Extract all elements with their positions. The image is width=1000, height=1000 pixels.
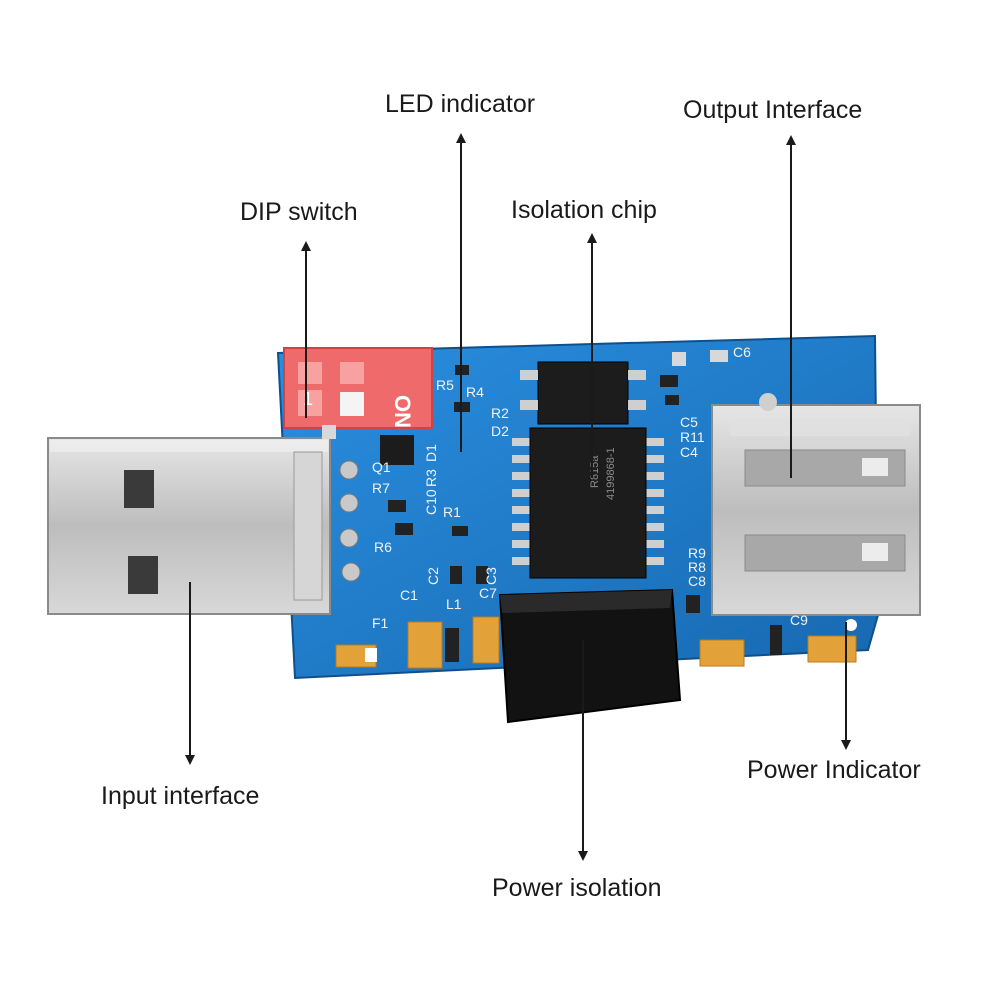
- tantalum-capacitors: [335, 616, 857, 669]
- silk-c4: C4: [680, 444, 698, 460]
- dip-on-label: ON: [390, 395, 415, 428]
- chip-pin-right: [644, 472, 664, 480]
- chip-pin-right: [644, 557, 664, 565]
- silk-q1: Q1: [372, 459, 391, 475]
- dip-switch: ON 1: [283, 347, 433, 429]
- chip-pin-left: [512, 523, 532, 531]
- label-dip-switch: DIP switch: [240, 198, 358, 226]
- power-isolation-module: [498, 588, 682, 724]
- chip-pin-left: [512, 438, 532, 446]
- silk-c10: C10: [423, 489, 439, 515]
- silk-l1: L1: [446, 596, 462, 612]
- silk-c9: C9: [790, 612, 808, 628]
- chip-pin-right: [644, 489, 664, 497]
- silk-r4: R4: [466, 384, 484, 400]
- chip-pin-right: [644, 540, 664, 548]
- silk-f1: F1: [372, 615, 389, 631]
- usb-output-connector: [711, 404, 921, 616]
- label-isolation-chip: Isolation chip: [511, 196, 657, 224]
- chip-pin-left: [512, 557, 532, 565]
- silk-c2: C2: [425, 567, 441, 585]
- silk-r2: R2: [491, 405, 509, 421]
- label-power-isolation: Power isolation: [492, 874, 662, 902]
- silk-r8: R8: [688, 559, 706, 575]
- chip-pins-right: [644, 438, 664, 565]
- chip-marking-line2: 4199868-1: [605, 447, 617, 500]
- chip-pin-left: [512, 489, 532, 497]
- silk-r6: R6: [374, 539, 392, 555]
- label-input-interface: Input interface: [101, 782, 260, 810]
- silk-c3: C3: [483, 567, 499, 585]
- label-power-indicator: Power Indicator: [747, 756, 921, 784]
- chip-pin-right: [644, 523, 664, 531]
- chip-marking-line1: R815a: [589, 455, 601, 488]
- silk-c8: C8: [688, 573, 706, 589]
- chip-pin-right: [644, 455, 664, 463]
- silk-r3: R3: [423, 469, 439, 487]
- dip-1-label: 1: [303, 389, 313, 409]
- label-led-indicator: LED indicator: [385, 90, 536, 118]
- silk-r9: R9: [688, 545, 706, 561]
- chip-pin-left: [512, 506, 532, 514]
- silk-c6: C6: [733, 344, 751, 360]
- chip-pins-left: [512, 438, 532, 565]
- silk-c1: C1: [400, 587, 418, 603]
- chip-pin-left: [512, 472, 532, 480]
- silk-d1: D1: [423, 444, 439, 462]
- silk-r5: R5: [436, 377, 454, 393]
- chip-pin-right: [644, 506, 664, 514]
- small-chip: [520, 361, 646, 425]
- silk-r11: R11: [680, 429, 705, 445]
- silk-d2: D2: [491, 423, 509, 439]
- silk-r7: R7: [372, 480, 390, 496]
- label-output-interface: Output Interface: [683, 96, 863, 124]
- solder-pads: [339, 460, 361, 582]
- silk-r1: R1: [443, 504, 461, 520]
- silkscreen-labels: R5 R4 R2 D2 Q1 D1 R3 C10 R7 R6 R1 C1 C2 …: [372, 344, 808, 631]
- callout-arrows: [185, 133, 851, 861]
- chip-pin-left: [512, 540, 532, 548]
- isolation-chip: R815a 4199868-1: [512, 427, 664, 579]
- chip-pin-right: [644, 438, 664, 446]
- silk-c7: C7: [479, 585, 497, 601]
- chip-pin-left: [512, 455, 532, 463]
- silk-c5: C5: [680, 414, 698, 430]
